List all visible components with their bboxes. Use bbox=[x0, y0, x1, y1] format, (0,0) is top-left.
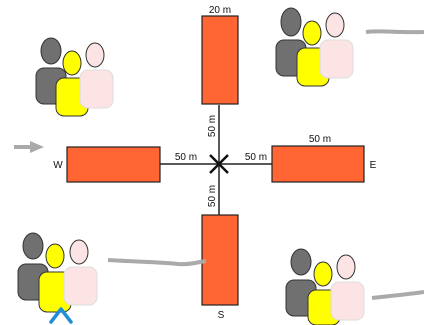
person-pink bbox=[319, 12, 354, 79]
field-east bbox=[271, 145, 365, 183]
right-length-label: 50 m bbox=[309, 134, 331, 145]
path-bottom-right bbox=[371, 290, 424, 300]
person-pink bbox=[63, 239, 98, 306]
person-pink bbox=[79, 42, 114, 109]
arrow-right-icon bbox=[14, 141, 44, 153]
field-north bbox=[201, 15, 239, 105]
x-cross-icon bbox=[209, 154, 229, 174]
east-label: E bbox=[370, 160, 377, 171]
group-top-left bbox=[35, 37, 114, 117]
person-pink bbox=[330, 254, 365, 321]
group-bottom-left bbox=[17, 232, 98, 313]
path-bottom-left bbox=[107, 258, 207, 267]
south-label: S bbox=[218, 310, 225, 321]
path-top-right bbox=[365, 29, 424, 35]
group-top-right bbox=[275, 7, 354, 87]
north-distance-label: 50 m bbox=[207, 115, 218, 137]
person-yellow bbox=[38, 243, 72, 313]
south-distance-label: 50 m bbox=[207, 185, 218, 207]
east-distance-label: 50 m bbox=[245, 152, 267, 163]
north-length-label: 20 m bbox=[209, 5, 231, 16]
field-west bbox=[66, 146, 161, 183]
caret-up-icon bbox=[49, 307, 73, 324]
west-distance-label: 50 m bbox=[175, 152, 197, 163]
group-bottom-right bbox=[285, 248, 365, 325]
field-south bbox=[201, 214, 239, 306]
west-label: W bbox=[53, 160, 63, 171]
